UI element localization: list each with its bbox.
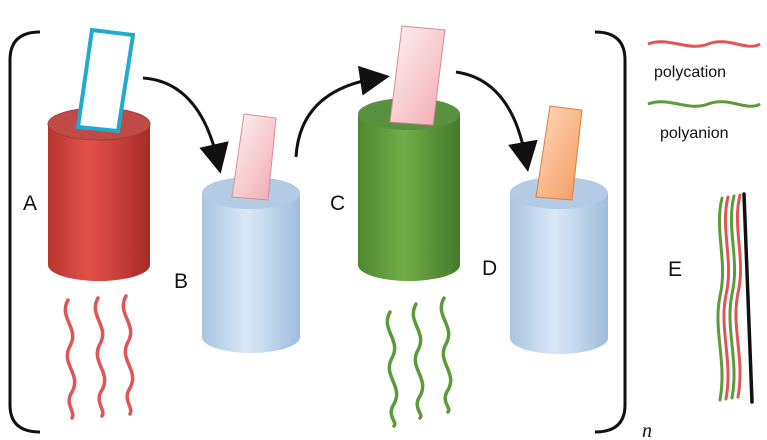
beaker-c	[358, 98, 460, 281]
substrate-d	[535, 105, 583, 201]
legend-polycation-label: polycation	[654, 64, 726, 81]
label-c: C	[330, 192, 345, 215]
arrow-b-to-c	[294, 65, 390, 158]
multilayer-film	[716, 192, 754, 404]
right-bracket	[594, 30, 627, 434]
polyanion-chains	[385, 296, 453, 428]
label-a: A	[23, 192, 37, 215]
legend-polyanion-label: polyanion	[660, 125, 729, 142]
legend-polyanion-line	[647, 100, 761, 108]
beaker-d	[510, 177, 608, 354]
substrate-initial	[75, 27, 136, 134]
repeat-label: n	[642, 420, 652, 440]
label-d: D	[482, 257, 497, 280]
label-e: E	[668, 258, 682, 281]
substrate-b	[231, 113, 277, 201]
left-bracket	[8, 30, 41, 434]
beaker-a	[47, 107, 151, 281]
polycation-chains	[63, 294, 135, 420]
legend-polycation-line	[647, 40, 761, 48]
label-b: B	[174, 270, 188, 293]
arrow-c-to-d	[455, 70, 538, 172]
beaker-b	[202, 177, 300, 353]
substrate-c	[389, 25, 446, 126]
arrow-a-to-b	[142, 76, 229, 174]
